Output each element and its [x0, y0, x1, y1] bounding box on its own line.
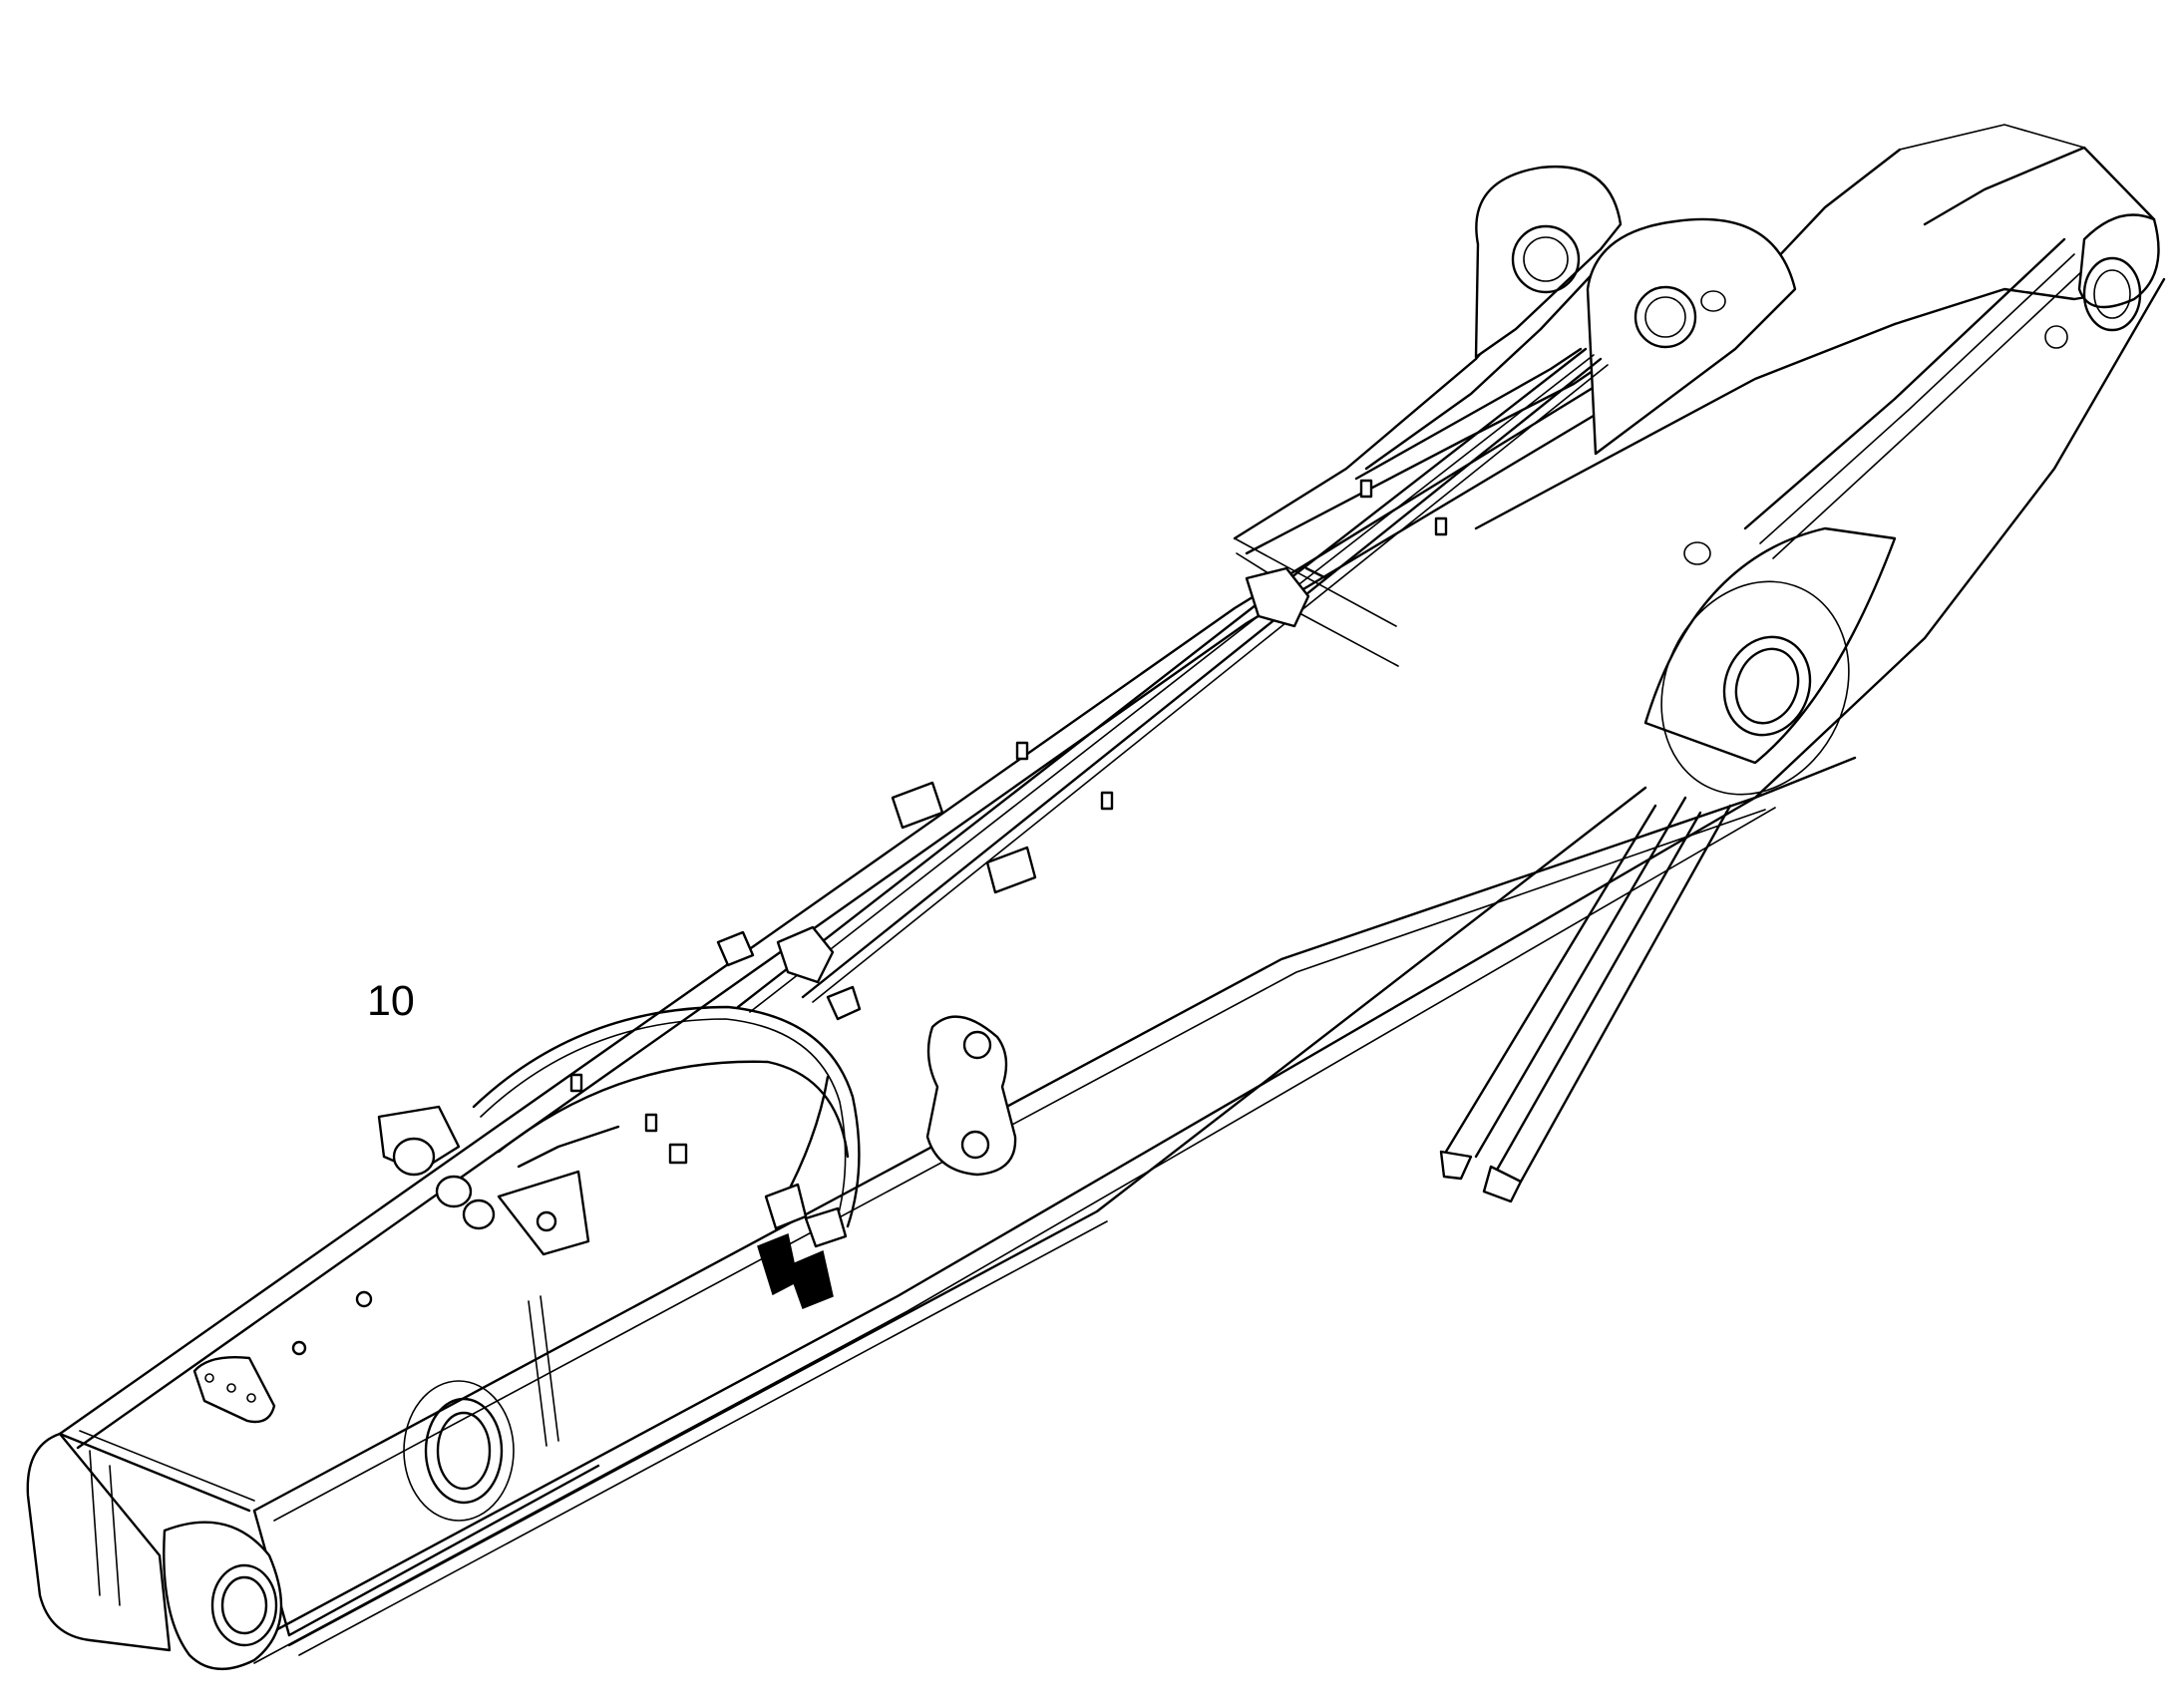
boom-foot — [28, 1292, 514, 1669]
pipe-clamps — [778, 568, 1308, 982]
boom-tip-lugs — [1476, 167, 2159, 454]
tip-pin-bore-center — [1635, 287, 1695, 347]
boom-pivot-boss — [1628, 528, 1895, 826]
strut-rods — [1441, 798, 1730, 1201]
callout-10: 10 — [367, 977, 415, 1025]
hose-assembly — [379, 1007, 859, 1308]
top-plate-blocks — [571, 481, 1446, 1163]
tip-pin-bore-right — [2084, 258, 2140, 330]
pivot-bore — [1710, 625, 1823, 748]
hose-fitting-2 — [437, 1177, 471, 1206]
foot-pin-bore-upper — [426, 1399, 502, 1503]
pipe-clamp-rear — [778, 927, 833, 982]
mounting-lug — [927, 1017, 1015, 1175]
tip-pin-bore-left — [1513, 226, 1579, 292]
pipe-clamp-front — [1247, 568, 1308, 626]
lower-chord — [289, 788, 1645, 1655]
foot-pin-bore — [212, 1565, 276, 1645]
hose-fitting-1 — [394, 1139, 434, 1175]
hose-fitting-3 — [464, 1200, 494, 1228]
hydraulic-pipes — [738, 349, 1608, 1012]
